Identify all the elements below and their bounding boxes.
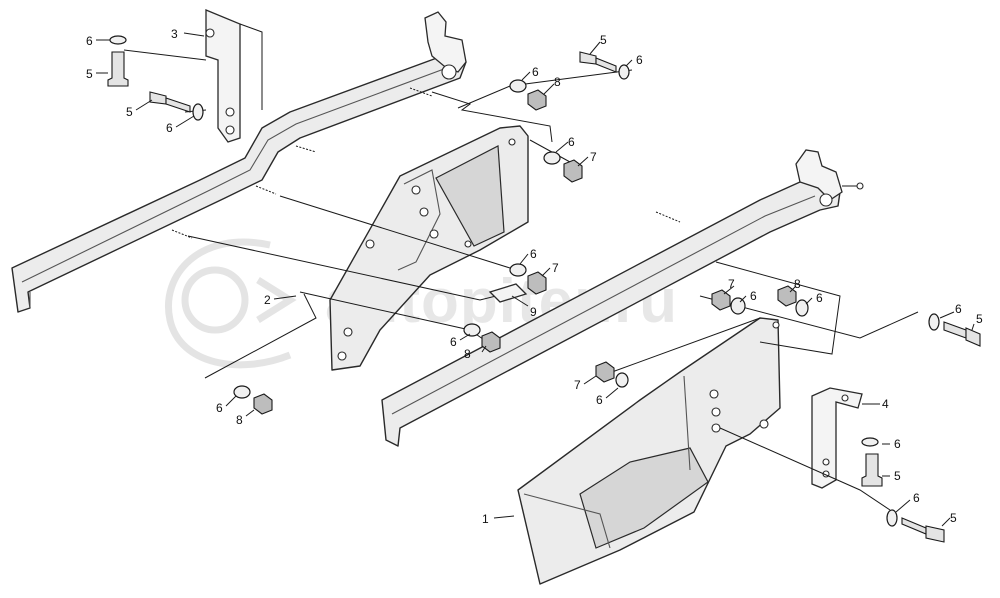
- washer-icon: [795, 299, 809, 317]
- watermark-logo-ring: [165, 238, 292, 369]
- nut-icon: [481, 331, 501, 353]
- callout-5: 5: [600, 33, 607, 47]
- callout-labels: 1 2 3 4 5 5 5 5 5 5 6 6 6 6 6 6 6 6 6 6 …: [86, 27, 983, 526]
- bolt-icon: [901, 517, 927, 535]
- callout-5: 5: [950, 511, 957, 525]
- bolt-icon: [595, 57, 617, 73]
- bolt-icon: [107, 51, 129, 87]
- washer-icon: [509, 79, 527, 93]
- nut-icon: [527, 89, 547, 111]
- nut-icon: [595, 361, 615, 383]
- bolt-icon: [861, 453, 883, 487]
- washer-icon: [615, 372, 629, 388]
- washer-icon: [618, 64, 630, 80]
- plate-icon: [488, 283, 528, 303]
- bolt-icon: [579, 51, 597, 65]
- callout-7: 7: [574, 378, 581, 392]
- callout-6: 6: [166, 121, 173, 135]
- watermark-logo-a: [181, 266, 249, 334]
- washer-icon: [730, 297, 746, 315]
- part-2-left-bracket: [329, 125, 529, 371]
- washer-icon: [543, 151, 561, 165]
- callout-6: 6: [450, 335, 457, 349]
- nut-icon: [563, 159, 583, 183]
- nut-icon: [527, 271, 547, 295]
- callout-6: 6: [530, 247, 537, 261]
- washer-icon: [509, 263, 527, 277]
- bolt-icon: [149, 91, 167, 105]
- watermark-logo-arrow: [256, 277, 297, 323]
- callout-7: 7: [728, 277, 735, 291]
- callout-4: 4: [882, 397, 889, 411]
- washer-icon: [233, 385, 251, 399]
- callout-6: 6: [913, 491, 920, 505]
- callout-5: 5: [976, 312, 983, 326]
- callout-6: 6: [568, 135, 575, 149]
- stud-2: [295, 145, 317, 153]
- washer-icon: [928, 313, 940, 331]
- washer-icon: [109, 35, 127, 45]
- bolt-icon: [943, 321, 967, 339]
- nut-icon: [711, 289, 731, 311]
- washer-icon: [886, 509, 898, 527]
- callout-8: 8: [236, 413, 243, 427]
- callout-2: 2: [264, 293, 271, 307]
- callout-3: 3: [171, 27, 178, 41]
- callout-5: 5: [86, 67, 93, 81]
- callout-6: 6: [86, 34, 93, 48]
- callout-leaders: [96, 32, 975, 527]
- left-frame-rail: [11, 11, 467, 313]
- callout-9: 9: [530, 305, 537, 319]
- callout-1: 1: [482, 512, 489, 526]
- part-3-upper-bracket: [205, 9, 263, 143]
- callout-6: 6: [816, 291, 823, 305]
- right-frame-rail: [381, 149, 864, 447]
- callout-6: 6: [596, 393, 603, 407]
- callout-5: 5: [894, 469, 901, 483]
- bolt-icon: [965, 327, 981, 347]
- callout-8: 8: [794, 277, 801, 291]
- callout-8: 8: [554, 75, 561, 89]
- callout-8: 8: [464, 347, 471, 361]
- callout-6: 6: [532, 65, 539, 79]
- bolt-icon: [165, 97, 191, 113]
- washer-icon: [463, 323, 481, 337]
- callout-7: 7: [552, 261, 559, 275]
- callout-6: 6: [750, 289, 757, 303]
- callout-7: 7: [590, 150, 597, 164]
- bolt-icon: [925, 525, 945, 543]
- nut-icon: [253, 393, 273, 415]
- fasteners: [107, 35, 981, 543]
- stud-3: [255, 185, 277, 195]
- callout-6: 6: [955, 302, 962, 316]
- callout-5: 5: [126, 105, 133, 119]
- stud-5: [655, 211, 681, 223]
- stud-4: [171, 229, 193, 239]
- callout-6: 6: [636, 53, 643, 67]
- part-4-lower-bracket: [811, 387, 863, 489]
- stud-1: [409, 87, 433, 97]
- part-1-right-bracket: [517, 317, 781, 585]
- washer-icon: [192, 103, 204, 121]
- studs: [171, 87, 681, 239]
- washer-icon: [861, 437, 879, 447]
- callout-6: 6: [216, 401, 223, 415]
- callout-6: 6: [894, 437, 901, 451]
